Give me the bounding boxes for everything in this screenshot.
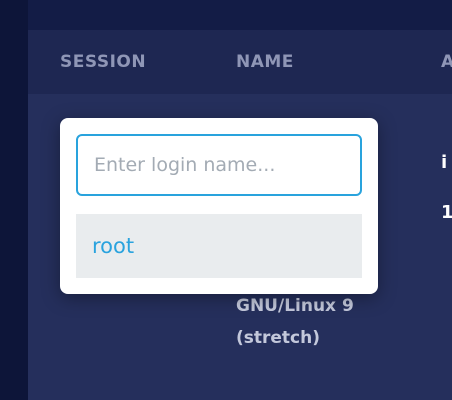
login-name-input[interactable] — [76, 134, 362, 196]
table-header: SESSION NAME A — [28, 30, 452, 94]
os-name-line1: GNU/Linux 9 — [236, 296, 354, 316]
cell-address-partial-second: 1 — [441, 202, 452, 223]
top-border — [28, 0, 452, 30]
sessions-table: SESSION NAME A i 1 GNU/Linux 9 (stretch) — [28, 30, 452, 400]
header-session[interactable]: SESSION — [60, 52, 147, 72]
os-name-line2: (stretch) — [236, 328, 321, 348]
header-name[interactable]: NAME — [236, 52, 294, 72]
login-option-root[interactable]: root — [76, 214, 362, 278]
login-popover: root — [60, 118, 378, 294]
header-address[interactable]: A — [441, 52, 452, 72]
cell-address-partial: i — [441, 152, 448, 173]
login-option-label: root — [92, 234, 135, 258]
left-border — [0, 0, 28, 400]
